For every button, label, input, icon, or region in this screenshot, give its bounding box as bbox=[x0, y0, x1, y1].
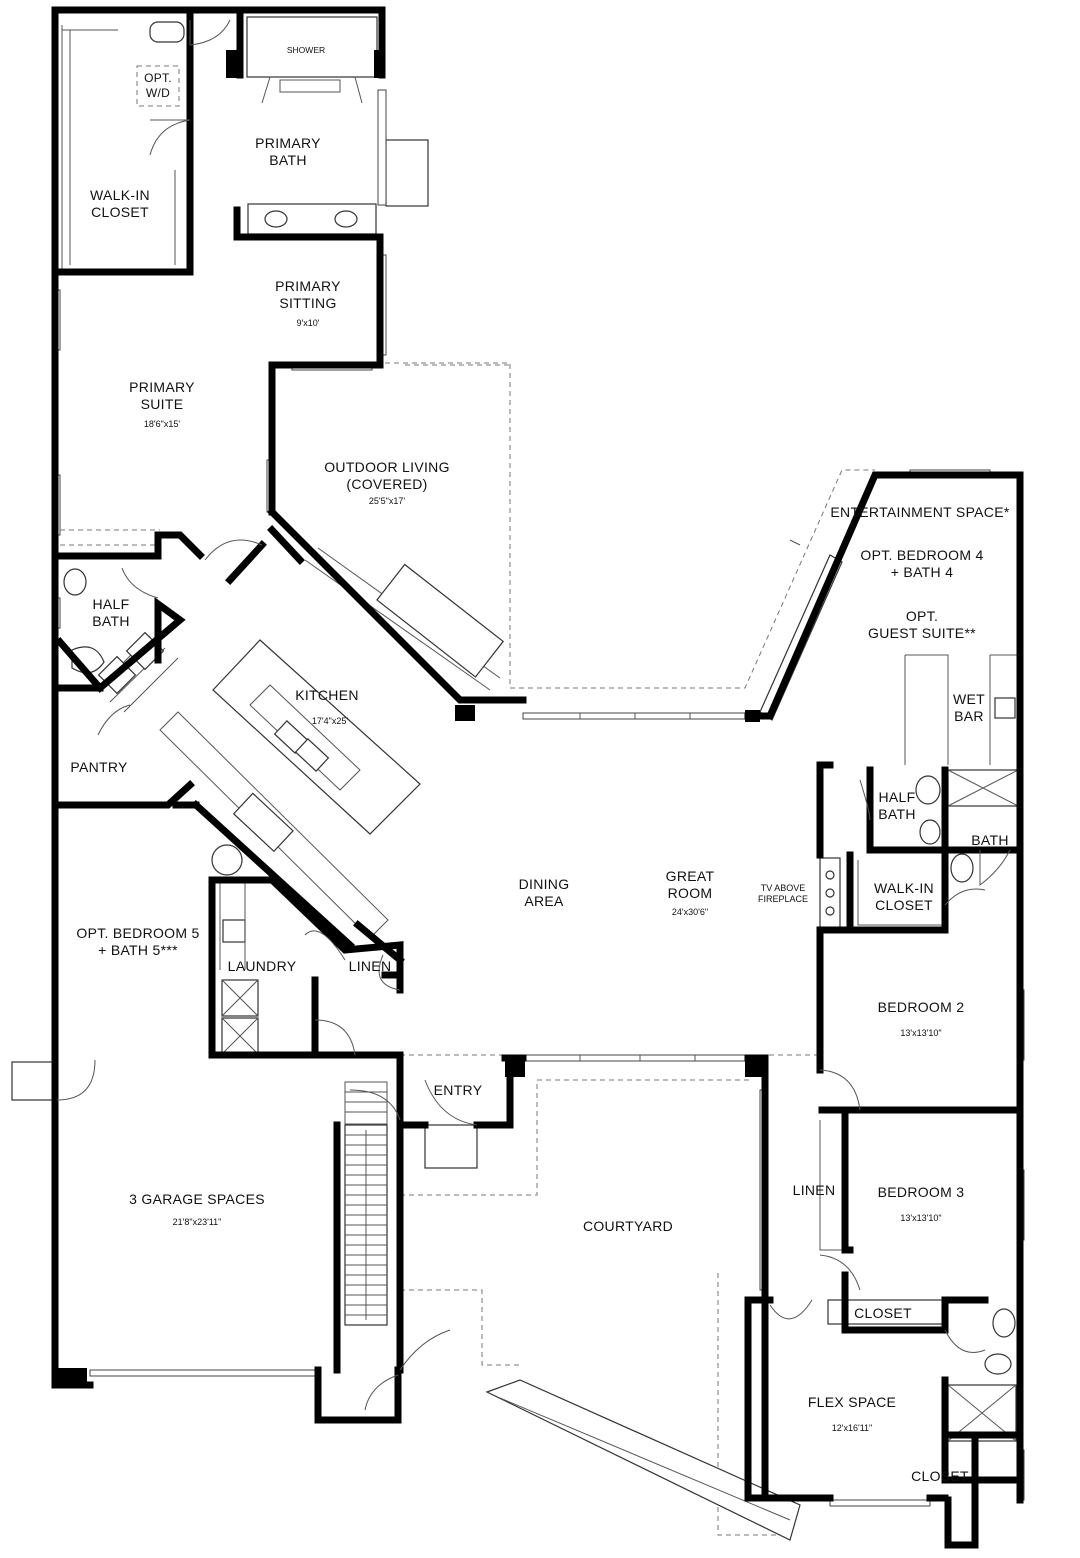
outdoor-living-dim: 25'5"x17' bbox=[369, 496, 405, 506]
opt-bedroom5-label: OPT. BEDROOM 5+ BATH 5*** bbox=[76, 925, 199, 958]
walls bbox=[51, 6, 1024, 1549]
closet-bottom-label: CLOSET bbox=[911, 1468, 969, 1484]
doors bbox=[56, 19, 1011, 1411]
laundry-label: LAUNDRY bbox=[228, 958, 297, 974]
kitchen-dim: 17'4"x25' bbox=[312, 716, 348, 726]
bedroom2-label: BEDROOM 2 bbox=[878, 999, 965, 1015]
linen-center-label: LINEN bbox=[349, 958, 392, 974]
kitchen-label: KITCHEN bbox=[295, 687, 359, 703]
closet-mid-label: CLOSET bbox=[854, 1305, 912, 1321]
primary-suite-dim: 18'6"x15' bbox=[144, 419, 180, 429]
garage-dim: 21'8"x23'11" bbox=[173, 1217, 222, 1227]
flex-dim: 12'x16'11" bbox=[832, 1423, 873, 1433]
primary-sitting-dim: 9'x10' bbox=[297, 318, 320, 328]
opt-guest-label: OPT.GUEST SUITE** bbox=[868, 608, 976, 641]
bedroom2-dim: 13'x13'10" bbox=[900, 1028, 941, 1038]
linen-right-label: LINEN bbox=[793, 1182, 836, 1198]
courtyard-label: COURTYARD bbox=[583, 1218, 673, 1234]
entry-label: ENTRY bbox=[434, 1082, 483, 1098]
bedroom3-label: BEDROOM 3 bbox=[878, 1184, 965, 1200]
outdoor-living-label: OUTDOOR LIVING(COVERED) bbox=[324, 459, 450, 492]
opt-wd-label: OPT.W/D bbox=[144, 71, 172, 100]
bedroom3-dim: 13'x13'10" bbox=[900, 1213, 941, 1223]
garage-label: 3 GARAGE SPACES bbox=[129, 1191, 265, 1207]
bath-label: BATH bbox=[971, 832, 1009, 848]
shower-label: SHOWER bbox=[287, 45, 325, 55]
flex-label: FLEX SPACE bbox=[808, 1394, 896, 1410]
entertainment-label: ENTERTAINMENT SPACE* bbox=[830, 504, 1009, 520]
fixtures bbox=[11, 16, 1025, 1541]
great-room-dim: 24'x30'6" bbox=[672, 907, 708, 917]
pantry-label: PANTRY bbox=[70, 759, 128, 775]
opt-bedroom4-label: OPT. BEDROOM 4+ BATH 4 bbox=[860, 547, 983, 580]
stairs bbox=[344, 1081, 388, 1326]
